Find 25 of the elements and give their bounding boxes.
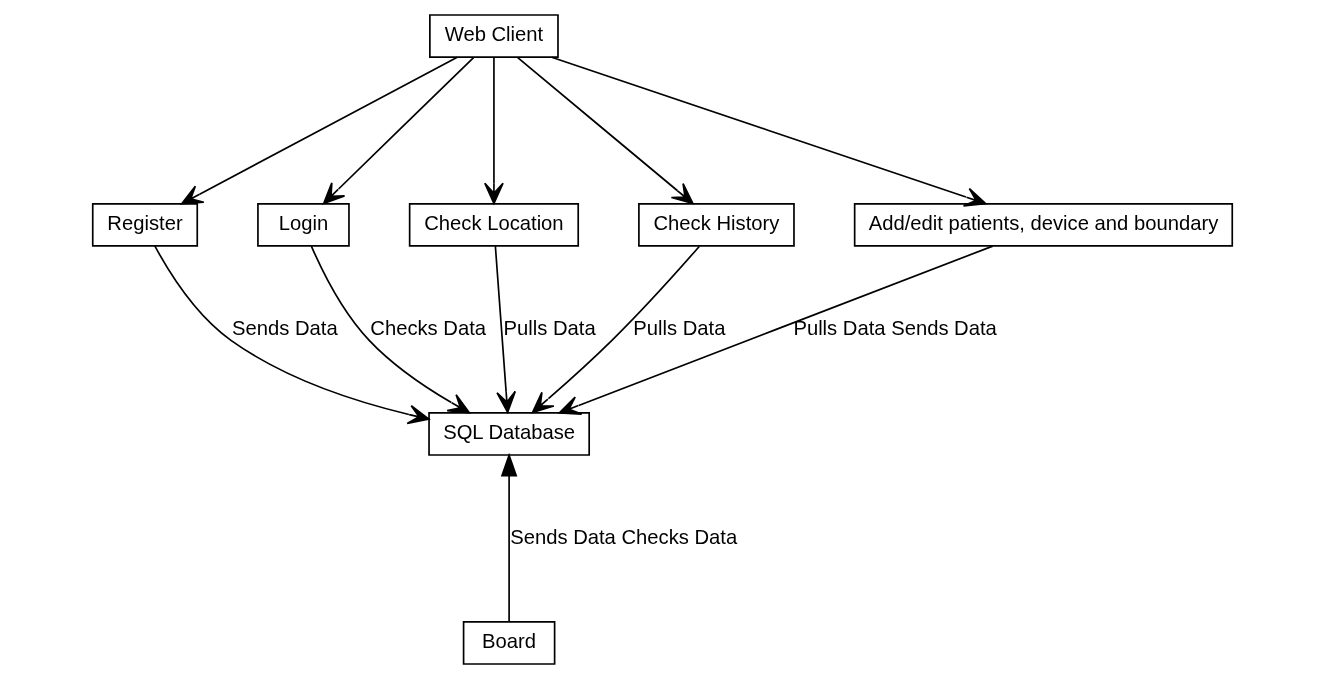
arrow	[310, 245, 470, 414]
node-box: SQL Database	[427, 412, 590, 456]
edge-label: Checks Data	[369, 316, 486, 339]
arrow	[322, 56, 474, 205]
node-box: Check Location	[408, 202, 579, 247]
node-box: Login	[256, 202, 350, 247]
node-box: Web Client	[428, 14, 559, 58]
arrow	[550, 56, 986, 207]
node-box: Register	[91, 202, 198, 247]
arrow	[180, 56, 458, 205]
arrow	[483, 56, 504, 205]
arrow	[531, 245, 700, 414]
arrow	[153, 245, 430, 425]
edge-label: Sends Data Checks Data	[509, 525, 737, 548]
node-box: Add/edit patients, device and boundary	[853, 202, 1233, 247]
arrow	[494, 245, 516, 414]
arrow	[516, 56, 694, 205]
edge-label: Pulls Data	[502, 316, 596, 339]
edge-label: Sends Data	[231, 316, 338, 339]
arrow	[558, 245, 994, 415]
arrow	[500, 452, 517, 623]
edge-label: Pulls Data Sends Data	[792, 316, 997, 339]
edge-label: Pulls Data	[632, 316, 725, 339]
node-box: Board	[462, 621, 555, 665]
node-box: Check History	[637, 202, 795, 247]
